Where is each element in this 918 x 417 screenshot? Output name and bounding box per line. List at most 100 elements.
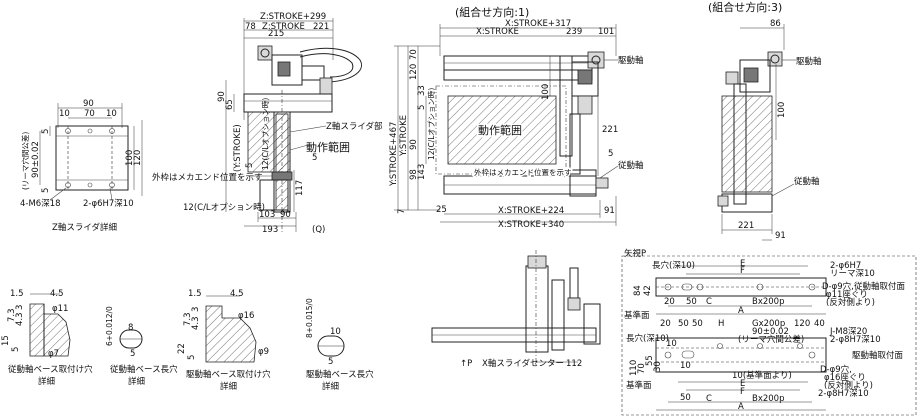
- side-label-z-slider: Z軸スライダ部: [326, 121, 383, 132]
- view-p-top-E: E: [740, 259, 745, 269]
- view-p-bot-110: 110: [629, 360, 639, 376]
- view-p-top-d-callout-1: D-φ9穴,: [822, 281, 854, 292]
- front-dim-100: 100: [541, 84, 551, 100]
- drive-hole-dim-3: 3: [191, 307, 201, 312]
- right-label-driven-shaft: 従動軸: [794, 176, 820, 187]
- z-detail-caption: Z軸スライダ詳細: [52, 222, 117, 233]
- side-dim-221: 221: [313, 22, 329, 32]
- view-p-top-base-face: 基準面: [624, 310, 650, 321]
- assembly-direction-3-title: (組合せ方向:3): [708, 0, 782, 14]
- view-p-bot-40: 40: [814, 319, 825, 329]
- z-detail-dim-100: 100: [125, 150, 135, 166]
- drive-hole-caption-1: 駆動軸ベース取付け穴: [186, 369, 271, 380]
- side-dim-103: 103: [259, 210, 275, 220]
- side-dim-co-option-v: 12(C/Lオプション時): [261, 98, 270, 170]
- drive-hole-dim-22: 22: [177, 343, 187, 354]
- front-label-drive-shaft: 駆動軸: [618, 55, 644, 66]
- view-p-bot-Gx200p: Gx200p: [752, 319, 785, 329]
- view-p-bot-E: E: [740, 379, 745, 389]
- view-p-bot-base-face-paren: 10(基準面より): [732, 370, 792, 381]
- view-p-bot-70: 70: [637, 363, 647, 374]
- drive-hole-dim-7-3: 7.3: [183, 312, 193, 326]
- front-dim-70: 70: [409, 49, 419, 60]
- driven-hole-dim-15: 15: [1, 335, 11, 346]
- view-p-bot-120: 120: [794, 319, 810, 329]
- view-p-top-long-hole: 長穴(深10): [652, 260, 695, 271]
- drive-hole-dim-phi9: φ9: [258, 347, 269, 357]
- side-dim-y-stroke: (Y:STROKE): [233, 124, 243, 172]
- z-detail-dim-10a: 10: [59, 109, 70, 119]
- front-dim-5a: 5: [417, 105, 427, 110]
- driven-mount-hole-detail: 1.5 4.5 7.3 3 4.3 φ11 15 5 φ7 従動軸ベース取付け穴…: [1, 289, 93, 387]
- side-view: Z:STROKE+299 78 Z:STROKE 215 221 90 65 (…: [152, 12, 383, 235]
- driven-hole-dim-1-5: 1.5: [10, 289, 24, 299]
- right-view: 86 100 駆動軸 従動軸 221 91: [717, 19, 822, 241]
- front-dim-91: 91: [604, 206, 615, 216]
- front-dim-239: 239: [566, 27, 582, 37]
- drive-hole-dim-5: 5: [187, 355, 197, 360]
- view-p-bot-long-hole: 長穴(深10): [626, 333, 669, 344]
- view-p-top-42: 42: [643, 285, 653, 296]
- side-dim-z-stroke-299: Z:STROKE+299: [260, 12, 326, 22]
- view-p-bot-phi8b: 2-φ8H7深10: [818, 389, 869, 399]
- view-p-bot-50a: 50: [678, 319, 689, 329]
- front-dim-y-stroke-467: Y:STROKE+467: [389, 122, 399, 187]
- driven-hole-dim-4-5: 4.5: [50, 289, 64, 299]
- side-dim-5b: 5: [312, 153, 317, 163]
- front-dim-7: 7: [397, 209, 407, 214]
- z-detail-dim-70: 70: [84, 109, 95, 119]
- right-dim-221: 221: [738, 221, 754, 231]
- view-p-top-F: F: [740, 266, 745, 276]
- right-label-drive-shaft: 駆動軸: [796, 56, 822, 67]
- drive-slot-dim-10: 10: [330, 327, 341, 337]
- driven-hole-dim-4-3: 4.3: [15, 312, 25, 326]
- side-dim-117: 117: [295, 180, 305, 196]
- z-slider-detail: 90 10 70 10 (リーマ穴間公差) 90±0.02 5 5 100 12…: [20, 99, 143, 233]
- view-p-bot-H: H: [718, 319, 724, 329]
- front-view: X:STROKE+317 X:STROKE 239 101 動作範囲 Y:STR…: [389, 19, 644, 230]
- side-label-outer-frame: 外枠はメカエンド位置を示す: [152, 172, 263, 183]
- view-p-top-d-callout-3: (反対側より): [826, 297, 875, 308]
- front-dim-x-stroke: X:STROKE: [476, 27, 519, 37]
- driven-hole-dim-7-3: 7.3: [7, 308, 17, 322]
- driven-slot-dim-6: 6+0.012/0: [105, 306, 114, 346]
- drive-mount-hole-detail: 1.5 4.5 7.3 3 4.3 φ16 22 5 φ9 駆動軸ベース取付け穴…: [177, 289, 271, 392]
- view-p-bot-20: 20: [660, 319, 671, 329]
- driven-hole-dim-5: 5: [11, 347, 21, 352]
- driven-slot-caption-1: 従動軸ベース長穴: [110, 364, 178, 375]
- drive-hole-caption-2: 詳細: [220, 381, 237, 392]
- view-p-top-84: 84: [633, 285, 643, 296]
- view-p-panel: 矢視P 長穴(深10) E F 2-φ6H7 リーマ深10 84 42 20 5…: [621, 248, 917, 416]
- front-dim-y-stroke: Y:STROKE: [399, 115, 409, 157]
- view-p-bot-d-callout-2: φ16座ぐり: [824, 372, 866, 383]
- view-p-bot-A: A: [738, 402, 744, 412]
- view-p-top-Bx200p: Bx200p: [752, 297, 784, 307]
- side-dim-z-stroke: Z:STROKE: [262, 22, 305, 32]
- view-p-top-phi6: 2-φ6H7: [830, 261, 861, 271]
- view-p-top-d-callout-2: φ11座ぐり: [826, 289, 868, 300]
- front-dim-143: 143: [417, 164, 427, 180]
- z-detail-dim-5a: 5: [41, 129, 51, 134]
- view-p-top-reamer: リーマ深10: [830, 269, 875, 279]
- view-p-top-20: 20: [664, 297, 675, 307]
- z-detail-dim-5b: 5: [41, 188, 51, 193]
- x-view-dim-112: 112: [566, 359, 582, 369]
- front-dim-25: 25: [436, 205, 447, 215]
- front-dim-33: 33: [417, 85, 427, 96]
- driven-slot-detail: 6+0.012/0 8 5 従動軸ベース長穴 詳細: [105, 306, 178, 387]
- drive-hole-dim-4-3: 4.3: [191, 316, 201, 330]
- side-label-motion-range: 動作範囲: [306, 140, 350, 154]
- view-p-bot-C: C: [706, 394, 712, 404]
- driven-hole-dim-phi7: φ7: [48, 349, 59, 359]
- drive-hole-dim-phi16: φ16: [238, 311, 254, 321]
- view-p-bot-10b: 10: [666, 339, 677, 349]
- side-dim-78: 78: [245, 22, 256, 32]
- drive-hole-dim-1-5: 1.5: [188, 289, 202, 299]
- driven-slot-caption-2: 詳細: [128, 376, 145, 387]
- front-dim-x-stroke-340: X:STROKE+340: [498, 220, 564, 230]
- z-detail-phi6-callout: 2-φ6H7深10: [83, 199, 134, 209]
- view-p-top-C: C: [706, 297, 712, 307]
- view-p-bot-50b: 50: [692, 319, 703, 329]
- side-dim-215: 215: [268, 29, 284, 39]
- drive-slot-dim-5: 5: [328, 357, 333, 367]
